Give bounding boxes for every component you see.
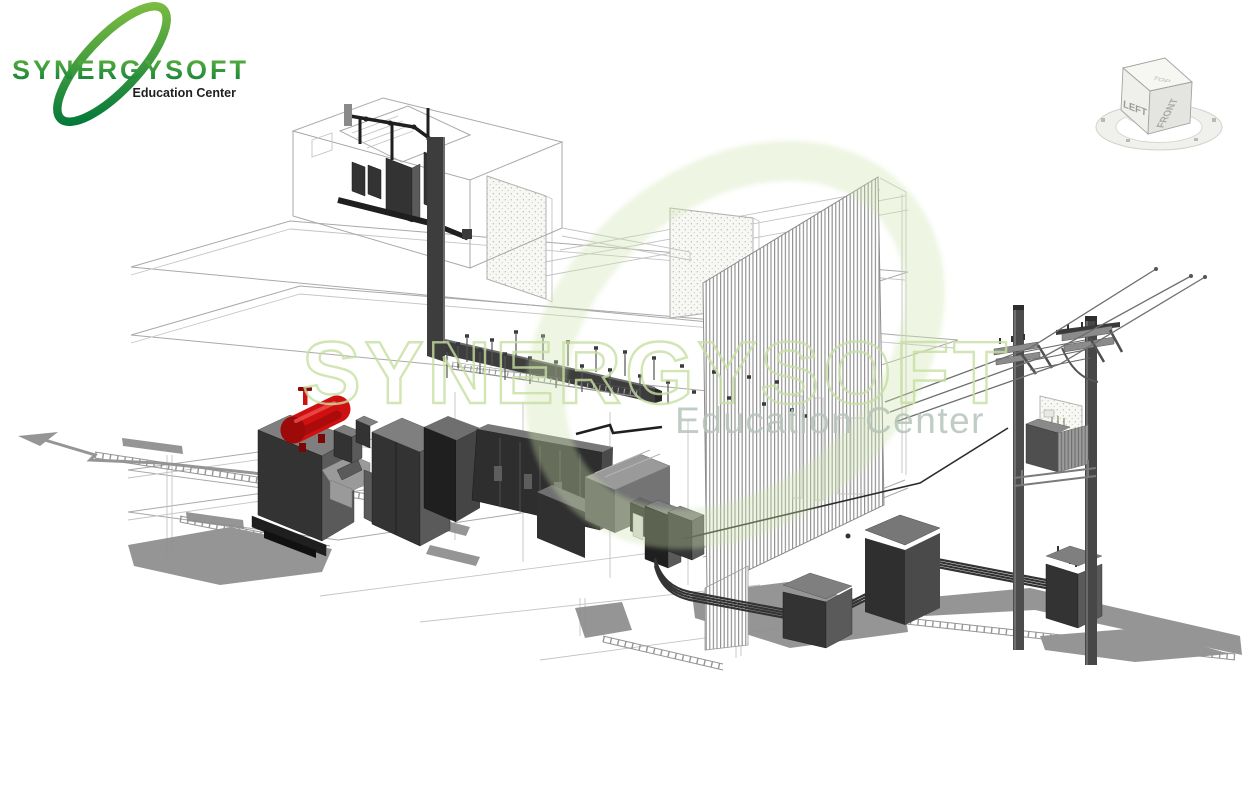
logo: SYNERGYSOFT Education Center <box>12 1 249 127</box>
viewcube[interactable]: LEFT FRONT TOP <box>1095 57 1223 151</box>
logo-swoosh-icon <box>53 1 171 127</box>
watermark-title: SYNERGYSOFT <box>302 323 1011 422</box>
z-bend-conduit <box>575 423 663 436</box>
generator-set <box>251 387 379 558</box>
watermark: SYNERGYSOFT Education Center <box>301 140 1011 550</box>
pole-transformer <box>1013 395 1097 487</box>
compass-glyphs <box>1101 118 1216 142</box>
rooftop-panelboards <box>337 151 472 241</box>
rack-bracket <box>344 104 352 126</box>
logo-subtitle: Education Center <box>133 86 237 100</box>
anchor-studs <box>680 364 807 418</box>
viewcube-front-face[interactable] <box>1147 81 1193 135</box>
logo-title: SYNERGYSOFT <box>12 55 249 85</box>
manholes <box>782 514 1103 649</box>
watermark-swoosh <box>525 140 945 550</box>
watermark-subtitle: Education Center <box>675 400 985 441</box>
fuel-tank <box>280 387 351 452</box>
viewcube-top-label: TOP <box>1151 75 1173 84</box>
